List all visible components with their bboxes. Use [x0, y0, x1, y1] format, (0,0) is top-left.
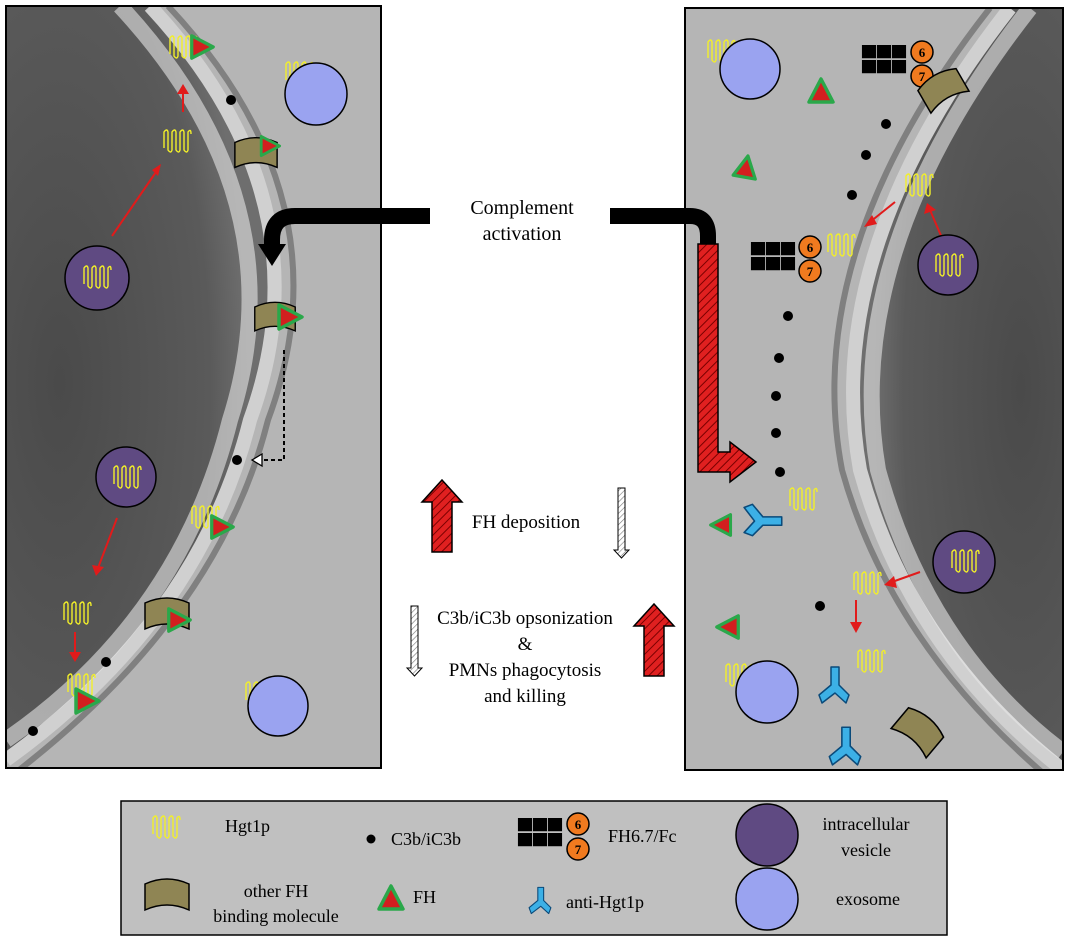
- dashed-arrow-head: [250, 452, 263, 468]
- legend-intracellular-label: intracellular: [823, 814, 910, 834]
- red-up-arrow-fh: [420, 478, 464, 553]
- left-exosome-bottom: [247, 675, 309, 737]
- left-exosome-top: [284, 62, 348, 126]
- red-arrow: [929, 209, 943, 239]
- c3b-dot: [861, 150, 871, 160]
- legend-anti-hgt1p-label: anti-Hgt1p: [566, 892, 644, 912]
- c3b-dot: [232, 455, 242, 465]
- activation-label: activation: [483, 223, 562, 245]
- c3b-dot: [226, 95, 236, 105]
- left-panel-border: [5, 5, 382, 769]
- complement-label: Complement: [470, 197, 574, 219]
- c3b-dot: [783, 311, 793, 321]
- legend-binding-molecule-label: binding molecule: [213, 906, 338, 926]
- legend-fh67fc-icon: 6 7: [517, 812, 590, 861]
- down-arrow-fh: [612, 487, 631, 559]
- ampersand-label: &: [518, 634, 533, 655]
- c3b-dot: [101, 657, 111, 667]
- right-panel-border: [684, 7, 1064, 771]
- fab-label-7: 7: [807, 264, 814, 279]
- red-arrow-head: [924, 203, 936, 214]
- red-arrow-head: [92, 565, 104, 576]
- fh-deposition-label: FH deposition: [472, 512, 581, 533]
- c3b-dot: [775, 467, 785, 477]
- phagocytosis-label: PMNs phagocytosis: [449, 660, 602, 681]
- red-arrow-head: [152, 164, 161, 176]
- legend-exosome-label: exosome: [836, 889, 900, 909]
- c3b-dot: [815, 601, 825, 611]
- legend-c3b-label: C3b/iC3b: [391, 829, 461, 849]
- dashed-arrow: [258, 350, 285, 461]
- red-arrow: [891, 571, 921, 583]
- c3b-dot: [881, 119, 891, 129]
- legend-exosome-icon: [735, 867, 799, 931]
- legend: Hgt1p C3b/iC3b 6 7 FH6.7/Fc intracellula…: [120, 800, 948, 936]
- red-arrow-head: [850, 622, 862, 633]
- red-arrow: [869, 201, 896, 223]
- complement-arrow-right: [610, 208, 716, 246]
- legend-other-fh-label: other FH: [244, 881, 309, 901]
- red-arrow-head: [177, 84, 189, 94]
- complement-arrow-right-red: [697, 243, 758, 484]
- red-up-arrow-opsonization: [632, 602, 676, 677]
- c3b-dot: [774, 353, 784, 363]
- legend-fh67fc-label: FH6.7/Fc: [608, 826, 677, 846]
- fab-label-6: 6: [807, 240, 814, 255]
- left-vesicle-1: [64, 245, 130, 311]
- right-exosome-bottom: [735, 660, 799, 724]
- red-arrow-head: [69, 652, 81, 662]
- c3b-dot: [771, 391, 781, 401]
- red-arrow-head: [864, 215, 877, 227]
- fab-label-7: 7: [919, 69, 926, 84]
- right-exosome-top: [719, 38, 781, 100]
- legend-other-fh-icon: [144, 878, 190, 911]
- legend-fab-label-7: 7: [575, 842, 582, 857]
- c3b-dot: [847, 190, 857, 200]
- complement-arrow-left: [264, 208, 430, 248]
- legend-vesicle-icon: [735, 803, 799, 867]
- legend-fh-label: FH: [413, 887, 436, 907]
- opsonization-label: C3b/iC3b opsonization: [437, 608, 613, 629]
- red-arrow: [111, 171, 157, 237]
- right-panel: [685, 8, 1063, 770]
- right-fh67fc-middle: 6 7: [750, 235, 822, 283]
- c3b-dot: [28, 726, 38, 736]
- red-arrow: [97, 517, 118, 569]
- red-arrow-head: [884, 576, 897, 588]
- legend-hgt1p-label: Hgt1p: [225, 816, 270, 836]
- legend-c3b-icon: [366, 834, 376, 844]
- legend-vesicle-label: vesicle: [841, 840, 891, 860]
- down-arrow-opsonization: [405, 605, 424, 677]
- legend-fab-label-6: 6: [575, 817, 582, 832]
- left-panel: [6, 6, 381, 768]
- complement-arrow-left-head: [258, 244, 286, 266]
- fab-label-6: 6: [919, 45, 926, 60]
- killing-label: and killing: [484, 686, 566, 707]
- c3b-dot: [771, 428, 781, 438]
